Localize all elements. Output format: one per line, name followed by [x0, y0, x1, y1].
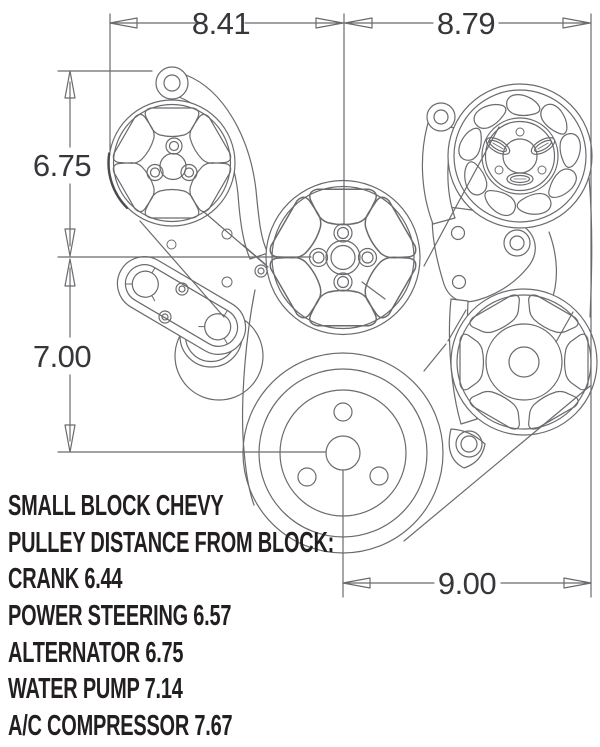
- bracket-lug: [455, 430, 483, 458]
- dimension-layer: 8.41 8.79 6.75 7.00 9.00: [33, 6, 592, 601]
- belt-seen-through-cutout: [555, 311, 574, 343]
- spec-note-block: SMALL BLOCK CHEVY PULLEY DISTANCE FROM B…: [8, 488, 334, 745]
- belt-ps-to-crank: [403, 385, 591, 542]
- dimension-value: 7.00: [33, 339, 92, 374]
- ac-compressor-pulley: [447, 83, 593, 229]
- plate-lug-hole: [509, 235, 525, 251]
- note-power-steering: POWER STEERING 6.57: [8, 600, 232, 633]
- belt-water-pump-to-ac: [423, 126, 500, 267]
- dimension-top-right: 8.79: [344, 6, 591, 41]
- dimension-value: 8.79: [437, 6, 495, 41]
- dimension-value: 6.75: [33, 148, 91, 183]
- shaft-hole: [159, 152, 187, 181]
- plate-bolt-hole: [450, 225, 466, 241]
- dimension-left-upper: 6.75: [33, 70, 92, 257]
- belt-water-pump-to-crank: [241, 289, 256, 506]
- note-title: SMALL BLOCK CHEVY: [8, 490, 224, 522]
- belt-back-run: [423, 343, 447, 372]
- bracket-bolt-hole: [433, 109, 449, 125]
- dimension-left-lower: 7.00: [33, 258, 92, 453]
- dimension-top-left: 8.41: [109, 6, 344, 41]
- bracket-bolt-hole: [163, 74, 181, 92]
- shaft-hole: [325, 435, 361, 471]
- power-steering-bracket: [116, 256, 247, 355]
- drive-belts: [139, 126, 593, 542]
- bracket-bolts: [166, 228, 268, 288]
- power-steering-pulley: [450, 288, 598, 436]
- dimension-bottom: 9.00: [342, 566, 592, 601]
- shaft-hole: [502, 138, 538, 174]
- plate-bolt-hole: [451, 274, 467, 290]
- dimension-value: 9.00: [438, 566, 497, 601]
- belt-seen-through-cutout: [361, 281, 386, 300]
- note-crank: CRANK 6.44: [8, 563, 123, 596]
- note-water-pump: WATER PUMP 7.14: [8, 673, 183, 706]
- shaft-hole: [330, 244, 356, 271]
- ac-compressor-bracket: [421, 102, 456, 225]
- compressor-body-edge: [548, 231, 558, 303]
- note-subtitle: PULLEY DISTANCE FROM BLOCK:: [8, 526, 335, 559]
- belt-seen-through-cutout: [447, 309, 467, 342]
- note-ac-compressor: A/C COMPRESSOR 7.67: [8, 710, 233, 743]
- belt-seen-through-cutout: [242, 244, 266, 265]
- belt-alt-to-ps-pump: [139, 220, 225, 318]
- shaft-hole: [508, 346, 540, 378]
- note-alternator: ALTERNATOR 6.75: [8, 636, 184, 669]
- alternator-pulley: [107, 99, 236, 227]
- bracket-lug-hole: [460, 435, 478, 453]
- dimension-value: 8.41: [192, 6, 250, 41]
- belt-wrap-arc: [107, 152, 129, 209]
